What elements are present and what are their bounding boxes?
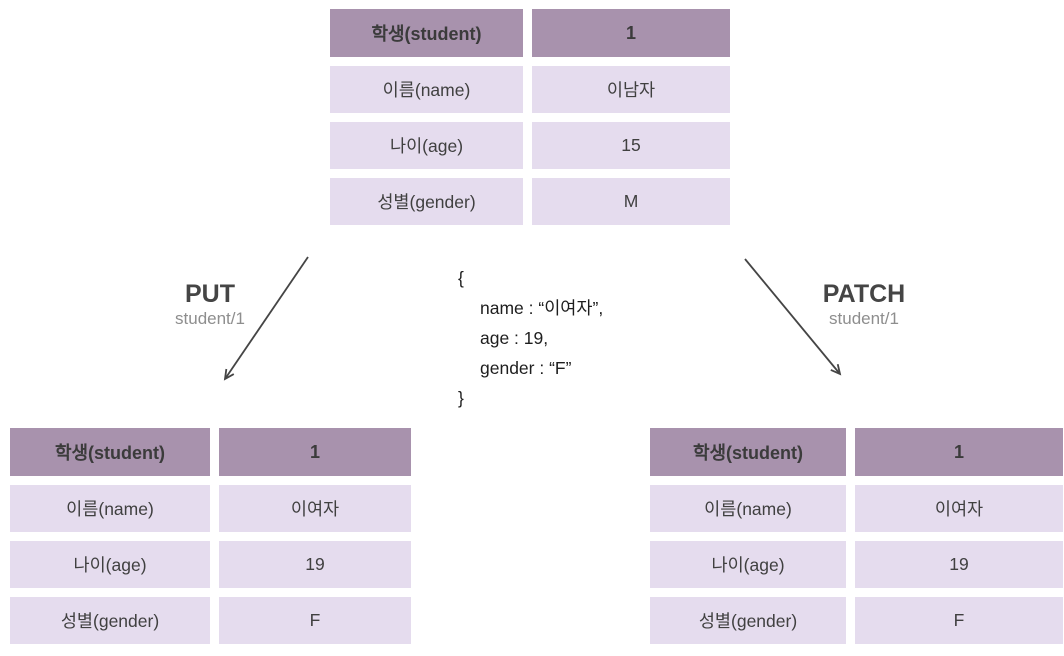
original-student-table: 학생(student) 1 이름(name) 이남자 나이(age) 15 성별… [330,9,730,225]
table-header-cell: 1 [532,9,730,57]
request-body-line: gender : “F” [480,358,572,378]
put-result-table: 학생(student) 1 이름(name) 이여자 나이(age) 19 성별… [10,428,411,644]
table-cell: 이남자 [532,66,730,113]
put-label: PUT student/1 [150,281,270,329]
table-header-cell: 학생(student) [10,428,210,476]
table-cell: 이름(name) [330,66,523,113]
table-cell: 15 [532,122,730,169]
table-cell: 19 [219,541,411,588]
put-request-path: student/1 [175,309,245,328]
patch-label: PATCH student/1 [804,281,924,329]
table-header-cell: 1 [855,428,1063,476]
patch-result-table: 학생(student) 1 이름(name) 이여자 나이(age) 19 성별… [650,428,1063,644]
patch-method-name: PATCH [822,280,906,308]
put-method-name: PUT [185,280,235,308]
table-cell: 성별(gender) [10,597,210,644]
table-cell: 나이(age) [10,541,210,588]
request-body-line: } [458,388,464,408]
request-body-line: { [458,268,464,288]
table-header-cell: 학생(student) [330,9,523,57]
table-header-cell: 학생(student) [650,428,846,476]
table-cell: 나이(age) [650,541,846,588]
table-cell: F [855,597,1063,644]
table-cell: 19 [855,541,1063,588]
table-cell: 이름(name) [650,485,846,532]
table-cell: 성별(gender) [650,597,846,644]
request-body-line: age : 19, [480,328,549,348]
table-cell: M [532,178,730,225]
request-body-line: name : “이여자”, [480,298,604,318]
table-header-cell: 1 [219,428,411,476]
table-cell: 성별(gender) [330,178,523,225]
table-cell: 이여자 [855,485,1063,532]
table-cell: 나이(age) [330,122,523,169]
table-cell: 이여자 [219,485,411,532]
table-cell: F [219,597,411,644]
request-body-json: { name : “이여자”, age : 19, gender : “F” } [458,263,603,413]
patch-request-path: student/1 [829,309,899,328]
table-cell: 이름(name) [10,485,210,532]
